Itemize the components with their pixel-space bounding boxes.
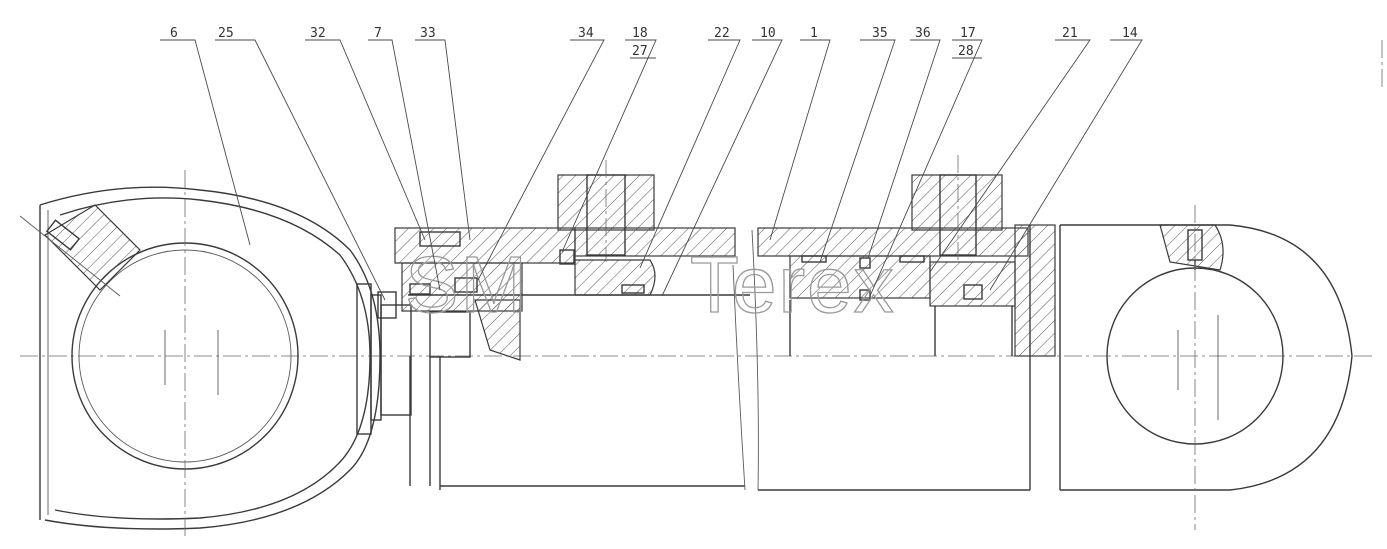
watermark-right-text: Terex xyxy=(690,240,896,329)
callout-7: 7 xyxy=(374,26,382,41)
right-port-boss xyxy=(911,155,1003,262)
callout-33: 33 xyxy=(420,26,436,41)
watermark: SM Terex xyxy=(404,239,896,329)
callout-35: 35 xyxy=(872,26,888,41)
clevis-eye xyxy=(1060,40,1383,530)
piston-section xyxy=(789,255,1016,356)
sleeve xyxy=(574,259,656,296)
callout-6: 6 xyxy=(170,26,178,41)
callout-32: 32 xyxy=(310,26,326,41)
callout-21: 21 xyxy=(1062,26,1078,41)
cylinder-tube xyxy=(574,227,1030,491)
callout-28: 28 xyxy=(958,44,974,59)
rod-neck xyxy=(356,283,412,435)
callout-34: 34 xyxy=(578,26,594,41)
leader-lines xyxy=(160,39,1143,301)
callout-10: 10 xyxy=(760,26,776,41)
tube-end-cap xyxy=(1014,224,1061,490)
callout-14: 14 xyxy=(1122,26,1138,41)
callout-36: 36 xyxy=(915,26,931,41)
callout-1: 1 xyxy=(810,26,818,41)
rod-end-eye xyxy=(19,170,381,540)
callout-22: 22 xyxy=(714,26,730,41)
watermark-left-text: SM xyxy=(405,240,529,329)
piston-rod xyxy=(408,264,750,491)
gland-section xyxy=(377,227,576,361)
callout-27: 27 xyxy=(632,44,648,59)
callout-25: 25 xyxy=(218,26,234,41)
callout-labels: 6 25 32 7 33 34 18 27 22 10 1 35 36 17 2… xyxy=(170,26,1138,59)
callout-17: 17 xyxy=(960,26,976,41)
callout-18: 18 xyxy=(632,26,648,41)
left-port-boss xyxy=(557,160,655,262)
